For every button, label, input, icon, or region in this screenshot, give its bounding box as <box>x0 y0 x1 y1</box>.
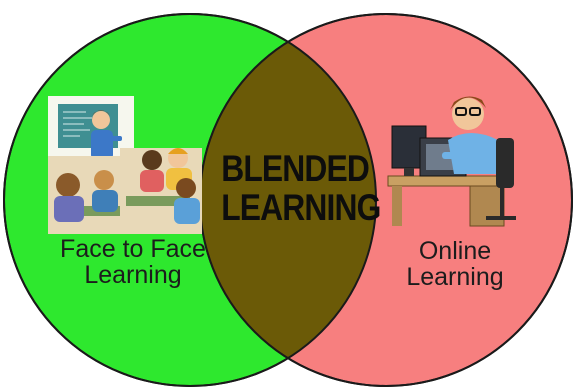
online-label-line1: Online <box>418 237 492 265</box>
computer-user-illustration <box>387 96 516 227</box>
face-to-face-label-line1: Face to Face <box>60 235 206 263</box>
online-label-line2: Learning <box>406 263 504 292</box>
overlap-region <box>200 14 376 386</box>
blended-learning-label: BLENDED LEARNING <box>221 148 381 228</box>
blended-label-line1: BLENDED <box>221 148 370 189</box>
classroom-illustration <box>48 96 202 234</box>
blended-label-line2: LEARNING <box>221 186 381 228</box>
face-to-face-label: Face to Face Learning <box>28 236 238 289</box>
online-learning-label: Online Learning <box>370 238 540 291</box>
face-to-face-label-line2: Learning <box>84 261 182 290</box>
